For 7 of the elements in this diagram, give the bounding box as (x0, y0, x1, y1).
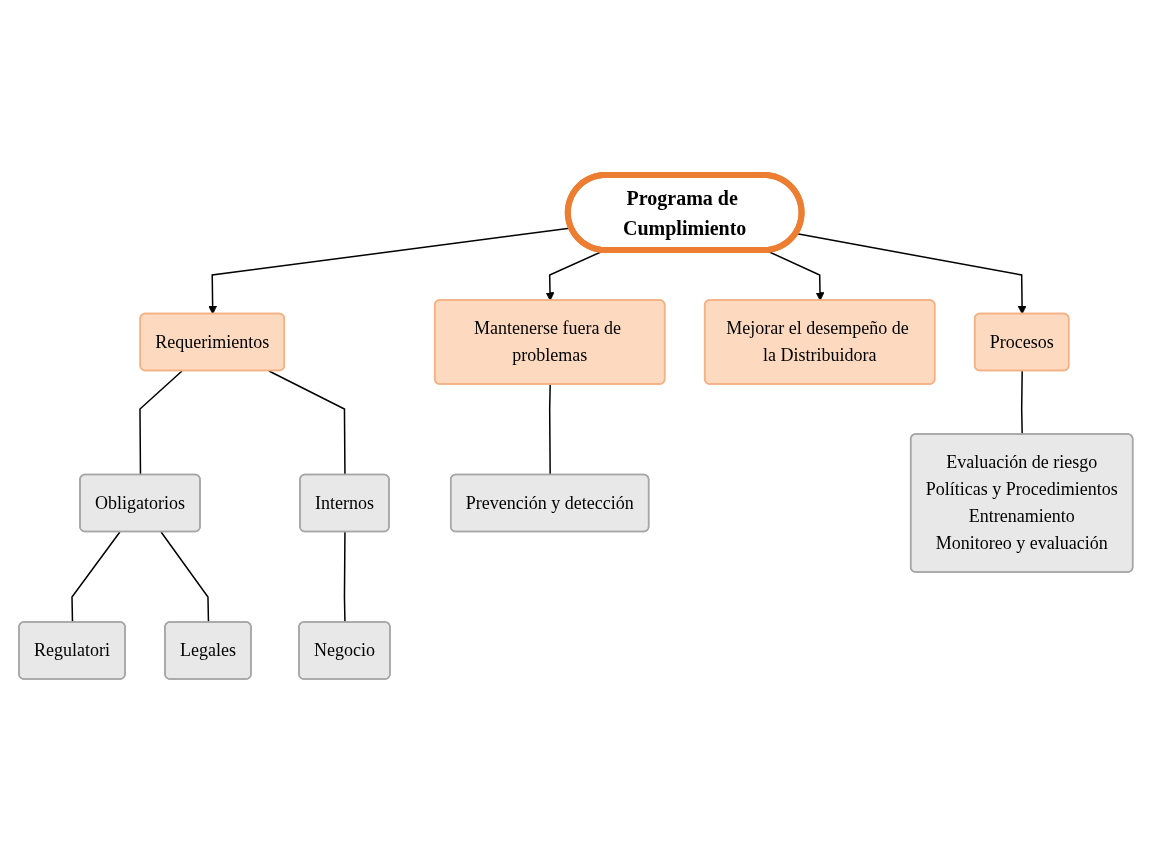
connector (343, 530, 346, 623)
connector (138, 369, 183, 476)
connector (267, 369, 346, 476)
connector (70, 530, 121, 623)
connector (548, 383, 551, 476)
connector (1020, 369, 1023, 435)
connector (160, 530, 209, 623)
